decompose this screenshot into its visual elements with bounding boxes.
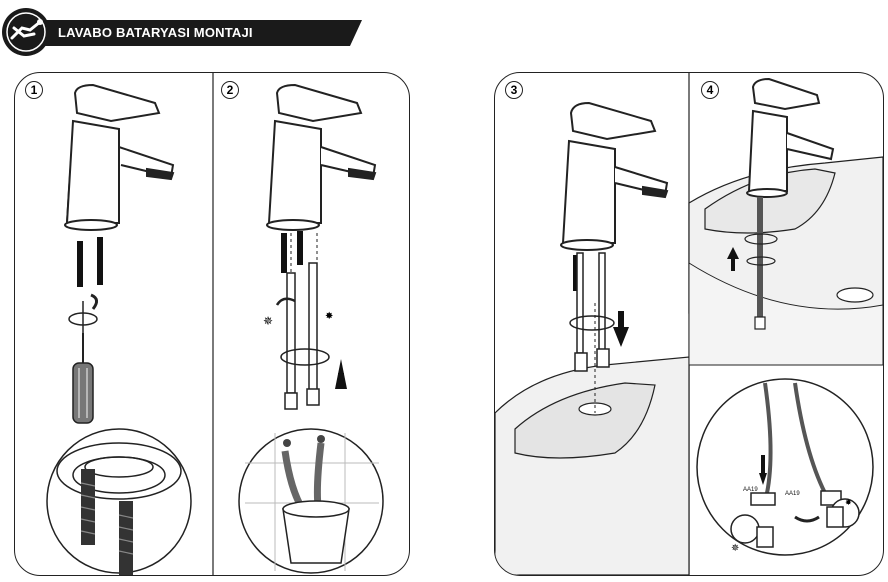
svg-text:✸: ✸ (325, 311, 333, 322)
wrench-hand-icon (10, 19, 43, 40)
panel-right-drawing: ✵ ✸ (495, 73, 883, 575)
panel-left: ✵ ✸ 1 2 (14, 72, 410, 576)
faucet-1 (64, 83, 175, 231)
header-banner: LAVABO BATARYASI MONTAJI (0, 0, 372, 64)
step-number-4: 4 (701, 81, 719, 99)
faucet-4 (746, 77, 835, 198)
step-number-3: 3 (505, 81, 523, 99)
panel-left-drawing: ✵ ✸ (46, 73, 384, 575)
step-number-1: 1 (25, 81, 43, 99)
faucet-3 (560, 101, 669, 251)
step-number-2: 2 (221, 81, 239, 99)
page-title: LAVABO BATARYASI MONTAJI (58, 25, 253, 40)
faucet-2 (266, 83, 377, 231)
valve-label-right: AA19 (785, 491, 800, 497)
panel-right: ✵ ✸ 3 4 AA19 AA19 (494, 72, 884, 576)
svg-text:✸: ✸ (845, 498, 852, 507)
svg-text:✵: ✵ (731, 543, 739, 554)
valve-label-left: AA19 (743, 487, 758, 493)
svg-text:✵: ✵ (263, 314, 273, 328)
